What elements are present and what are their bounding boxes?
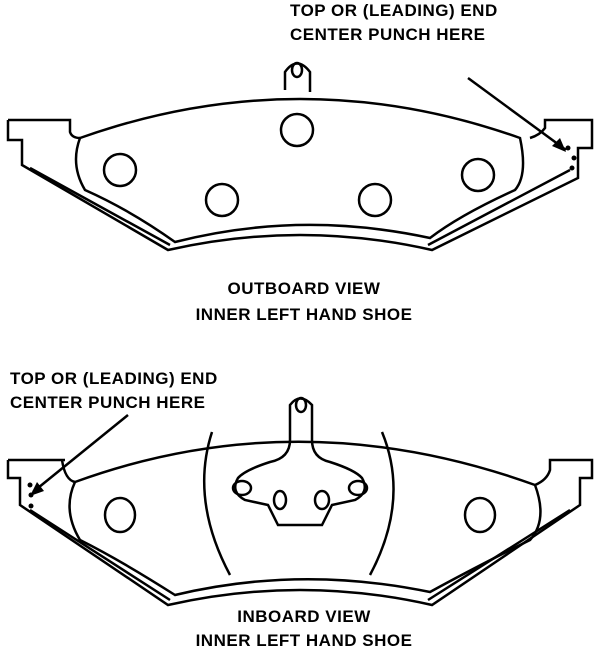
outboard-callout-line1: TOP OR (LEADING) END [290, 1, 498, 20]
outboard-callout-line2: CENTER PUNCH HERE [290, 25, 486, 44]
arrowhead [30, 482, 44, 496]
backing-plate [6, 118, 594, 252]
backing-plate [6, 458, 594, 607]
friction-lining [68, 440, 542, 597]
rivet-hole [103, 496, 137, 534]
inboard-caption-line1: INBOARD VIEW [237, 607, 371, 626]
inboard-caption-line2: INNER LEFT HAND SHOE [195, 631, 413, 650]
inboard-view-drawing [6, 396, 594, 607]
caliper-abutment [202, 431, 395, 576]
clip-hole [347, 479, 369, 497]
callout-arrow [467, 76, 567, 152]
outboard-view-drawing [6, 61, 594, 252]
anti-rattle-clip [233, 397, 367, 527]
rivet-hole [102, 152, 138, 188]
tab-hole [294, 396, 308, 414]
rivet-hole [463, 496, 497, 534]
rivet-hole [460, 157, 496, 193]
arrowhead [552, 138, 566, 152]
rivet-hole [279, 112, 315, 148]
inboard-callout-line1: TOP OR (LEADING) END [10, 369, 218, 388]
outboard-caption-line1: OUTBOARD VIEW [227, 279, 381, 298]
callout-arrow [32, 414, 129, 493]
friction-lining [74, 97, 525, 244]
clip-hole [231, 479, 253, 497]
clip-hole [313, 489, 331, 511]
rivet-hole [204, 182, 240, 218]
rivet-hole [357, 182, 393, 218]
friction-notch [60, 459, 76, 484]
outboard-caption-line2: INNER LEFT HAND SHOE [195, 305, 413, 324]
clip-hole [272, 489, 288, 511]
center-punch-marks [565, 145, 577, 171]
plate-bottom-edge [29, 166, 571, 247]
inboard-callout-line2: CENTER PUNCH HERE [10, 393, 206, 412]
tab-hole [290, 61, 304, 79]
plate-bottom-edge [29, 508, 571, 602]
